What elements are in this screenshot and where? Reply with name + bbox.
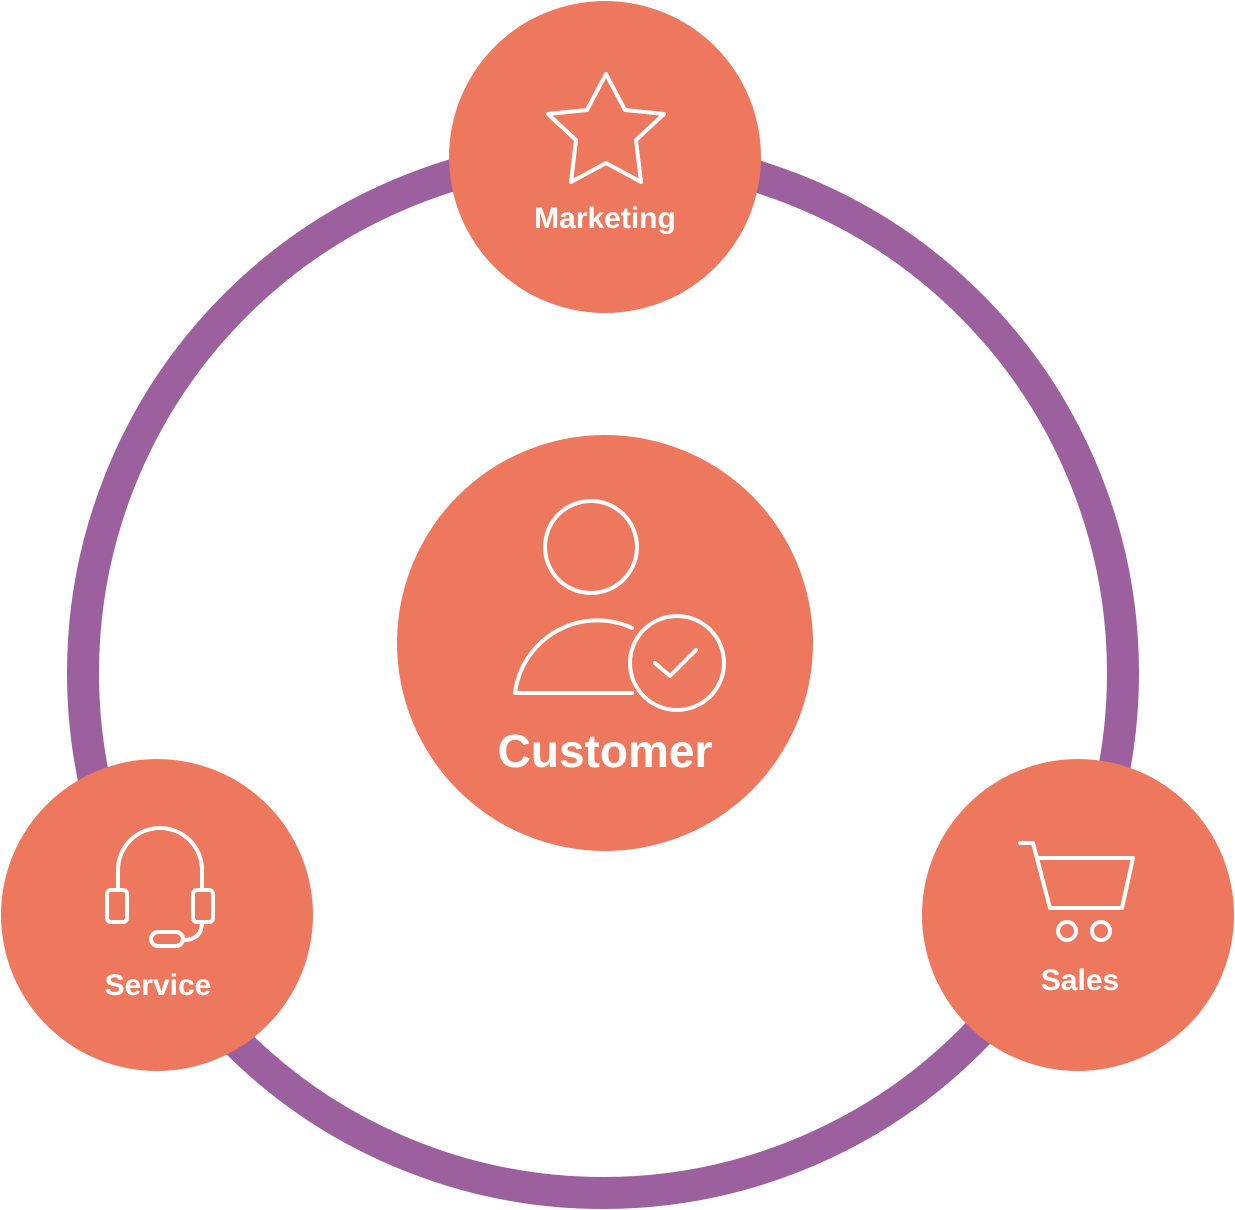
headset-icon [105, 826, 215, 948]
node-service-circle [1, 759, 313, 1071]
star-icon [546, 72, 666, 184]
node-marketing-label: Marketing [534, 202, 676, 235]
shopping-cart-icon [1018, 841, 1135, 942]
node-customer: Customer [397, 435, 813, 851]
node-service: Service [1, 759, 313, 1071]
node-marketing: Marketing [449, 1, 761, 313]
node-customer-label: Customer [498, 725, 713, 777]
node-sales-label: Sales [1041, 964, 1119, 997]
node-service-label: Service [105, 969, 212, 1002]
node-sales: Sales [922, 759, 1234, 1071]
node-marketing-circle [449, 1, 761, 313]
node-customer-circle [397, 435, 813, 851]
user-check-icon [513, 499, 726, 712]
node-sales-circle [922, 759, 1234, 1071]
